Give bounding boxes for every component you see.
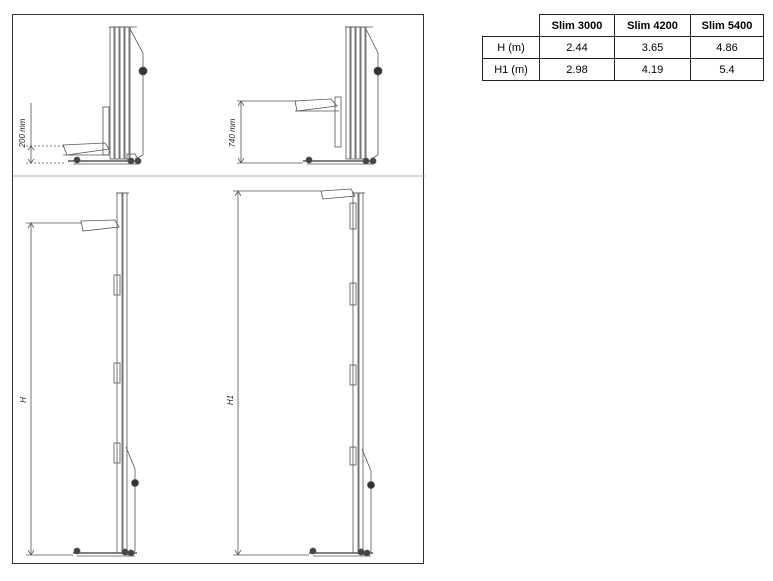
- table-row: H1 (m) 2.98 4.19 5.4: [482, 58, 764, 81]
- lift-positions-drawing: 200 mm 740 mm H H1: [12, 14, 425, 564]
- dimension-740mm: [237, 100, 303, 164]
- lift-diagram-svg: 200 mm 740 mm H H1: [13, 26, 425, 557]
- dimension-label-h: H: [19, 397, 28, 403]
- table-cell: 3.65: [614, 36, 691, 59]
- column-header: Slim 5400: [690, 14, 764, 37]
- table-row: H (m) 2.44 3.65 4.86: [482, 36, 764, 59]
- table-cell: 2.98: [539, 58, 615, 81]
- dimension-label-h1: H1: [226, 395, 235, 405]
- table-header-row: Slim 3000 Slim 4200 Slim 5400: [482, 14, 764, 37]
- column-header: Slim 3000: [539, 14, 615, 37]
- model-height-table: Slim 3000 Slim 4200 Slim 5400 H (m) 2.44…: [482, 14, 764, 81]
- lift-lowered-view: [62, 26, 148, 165]
- table-cell: 4.86: [690, 36, 764, 59]
- dimension-200mm: [26, 103, 65, 164]
- row-label: H (m): [482, 36, 540, 59]
- dimension-h: [26, 222, 81, 556]
- table-cell: 2.44: [539, 36, 615, 59]
- table-cell: 4.19: [614, 58, 691, 81]
- table-corner-cell: [482, 14, 540, 37]
- dimension-h1: [233, 190, 321, 556]
- lift-loading-view: [294, 26, 383, 165]
- lift-extended-view-h1: [309, 188, 375, 557]
- table-cell: 5.4: [690, 58, 764, 81]
- dimension-label-200mm: 200 mm: [18, 118, 27, 148]
- dimension-label-740mm: 740 mm: [228, 118, 237, 147]
- column-header: Slim 4200: [614, 14, 691, 37]
- row-label: H1 (m): [482, 58, 540, 81]
- lift-extended-view-h: [73, 192, 139, 557]
